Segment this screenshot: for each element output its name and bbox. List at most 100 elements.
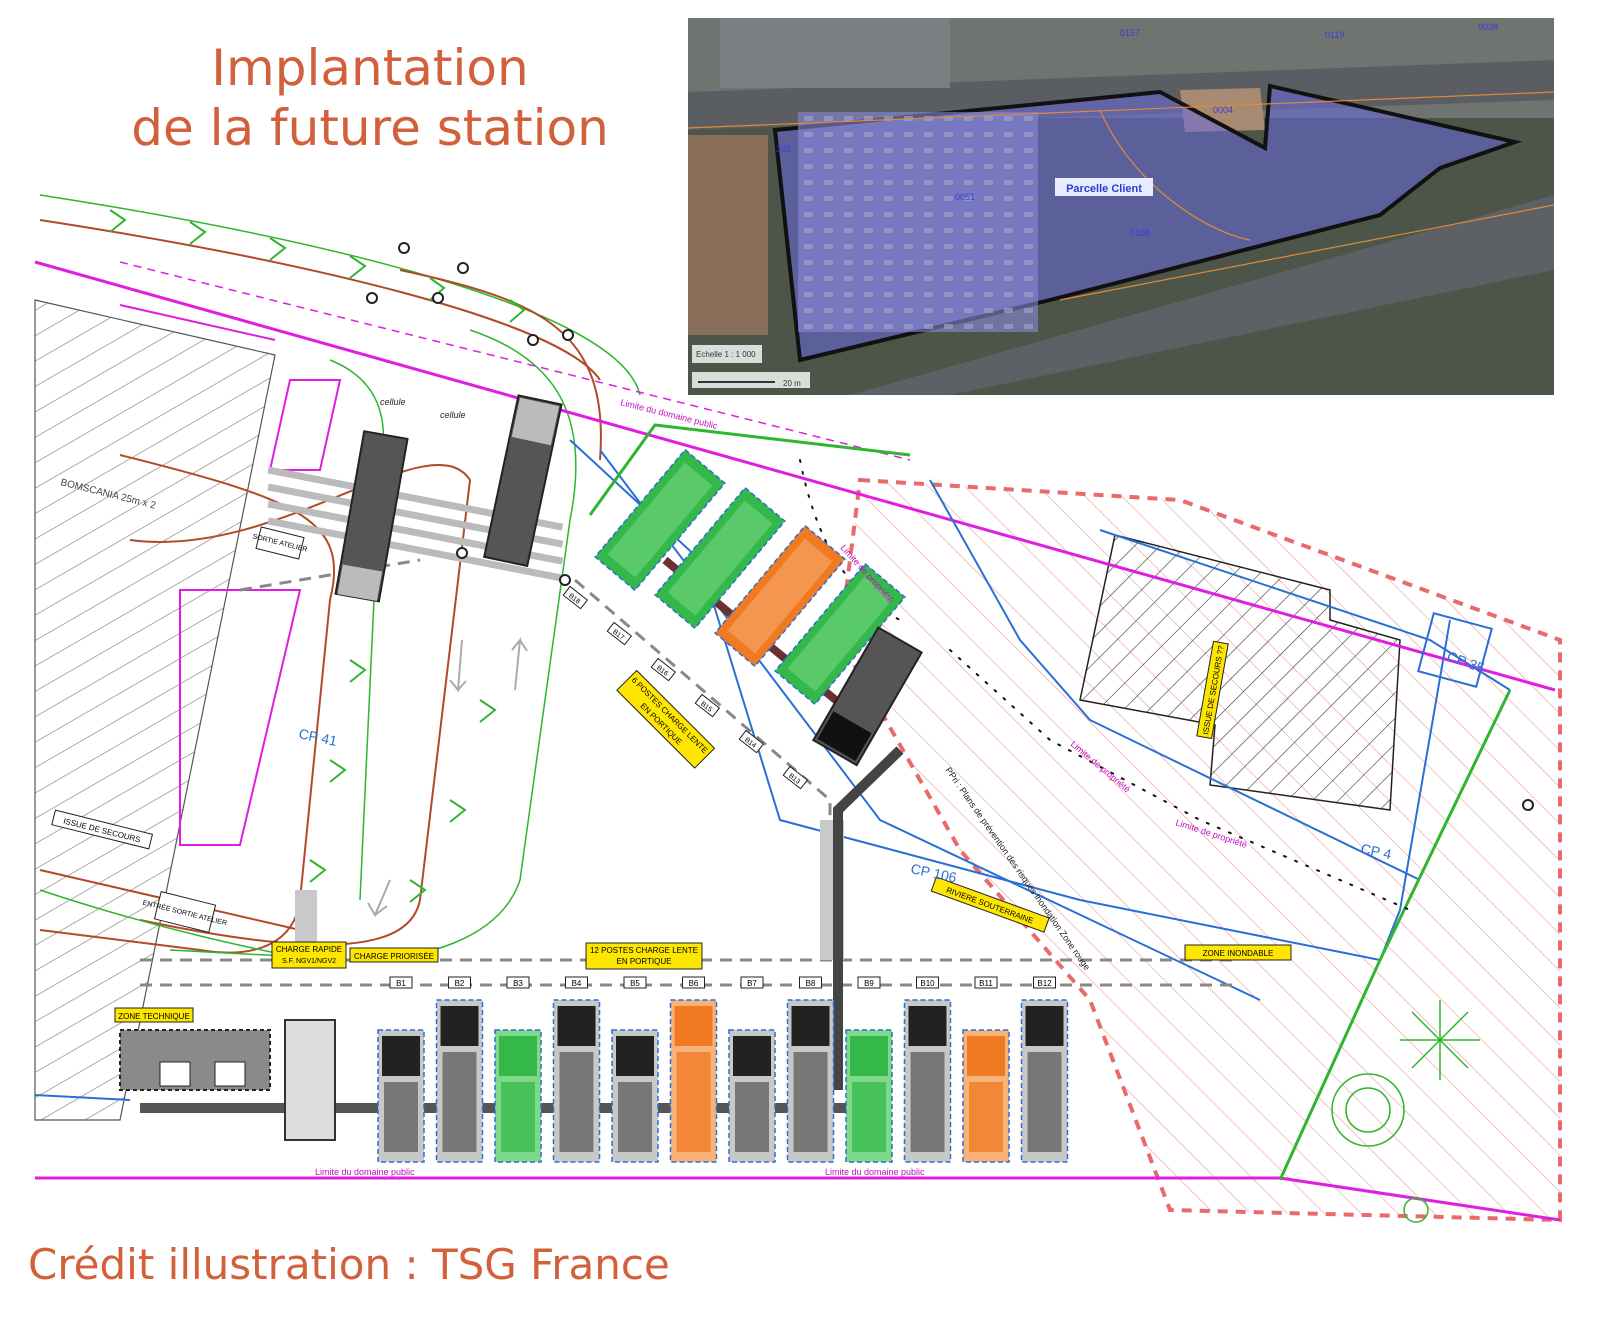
bay-number-box bbox=[650, 657, 677, 682]
bus-cab bbox=[791, 1006, 830, 1046]
bus-cab bbox=[850, 1036, 888, 1076]
diagonal-bus-2 bbox=[654, 486, 786, 630]
svg-text:S.F. NGV1/NGV2: S.F. NGV1/NGV2 bbox=[282, 958, 336, 965]
bay-number-box bbox=[799, 976, 822, 989]
aerial-inset: Parcelle Client 0157 0119 0038 0004 0051… bbox=[687, 18, 1555, 395]
svg-text:CHARGE RAPIDE: CHARGE RAPIDE bbox=[276, 945, 342, 954]
bay-number-box bbox=[857, 976, 881, 989]
bus-roof bbox=[501, 1082, 535, 1152]
parcel-id-0108: 0108 bbox=[1130, 228, 1150, 238]
bay-number-box bbox=[623, 976, 647, 989]
diag-bay-B15: B15 bbox=[694, 693, 721, 718]
cellule-label-1: cellule bbox=[380, 397, 406, 407]
diag-bay-B18: B18 bbox=[562, 585, 589, 610]
svg-text:EN PORTIQUE: EN PORTIQUE bbox=[617, 957, 672, 966]
parcel-id-302: 302 bbox=[776, 144, 791, 154]
bus-cab bbox=[499, 1036, 537, 1076]
bus-bay-1: B1 bbox=[377, 976, 425, 1163]
workshop-building bbox=[34, 299, 276, 1121]
bus-roof bbox=[618, 1082, 652, 1152]
bus-bay-10: B10 bbox=[903, 976, 952, 1163]
postes-12-label: 12 POSTES CHARGE LENTE EN PORTIQUE bbox=[585, 942, 703, 970]
bus-roof bbox=[442, 1052, 477, 1152]
bus-roof bbox=[852, 1082, 886, 1152]
bay-number: B12 bbox=[1037, 979, 1052, 988]
zone-inondable-label: ZONE INONDABLE bbox=[1184, 944, 1292, 961]
bus-cab bbox=[1025, 1006, 1064, 1046]
postes-6-label: 6 POSTES CHARGE LENTE EN PORTIQUE bbox=[616, 669, 716, 769]
parcel-id-0051: 0051 bbox=[955, 192, 975, 202]
bus-bay-12: B12 bbox=[1020, 976, 1069, 1163]
diagonal-bus-1 bbox=[594, 448, 726, 592]
poles bbox=[366, 242, 1534, 811]
charge-priorisee-label: CHARGE PRIORISÉE bbox=[349, 947, 439, 963]
bay-number: B11 bbox=[979, 979, 993, 988]
bus-roof bbox=[787, 576, 893, 692]
bus-roof bbox=[727, 538, 833, 654]
zone-technique-label: ZONE TECHNIQUE bbox=[114, 1007, 194, 1023]
bay-number: B10 bbox=[920, 979, 935, 988]
aerial-highway bbox=[850, 195, 1554, 395]
bay-number-box bbox=[782, 765, 809, 790]
cellule-label-2: cellule bbox=[440, 410, 466, 420]
bay-number: B8 bbox=[806, 979, 816, 988]
bay-number-box bbox=[565, 976, 588, 989]
limite-domaine-bottom-2: Limite du domaine public bbox=[825, 1167, 925, 1177]
title-line-1: Implantation bbox=[211, 39, 529, 97]
bay-number-box bbox=[562, 585, 589, 610]
bus-roof bbox=[559, 1052, 594, 1152]
bay-number-box bbox=[916, 976, 939, 989]
technical-zone bbox=[119, 1019, 336, 1141]
parcel-id-0004: 0004 bbox=[1213, 105, 1233, 115]
parcel-label-bg bbox=[1055, 178, 1153, 196]
parcel-ids: 0157 0119 0038 0004 0051 0108 302 bbox=[776, 22, 1498, 238]
bus-cab bbox=[382, 1036, 420, 1076]
diagonal-bus-3 bbox=[714, 524, 846, 668]
svg-text:ZONE TECHNIQUE: ZONE TECHNIQUE bbox=[118, 1012, 189, 1021]
bay-number-box bbox=[974, 976, 998, 989]
bus-cab bbox=[557, 1006, 596, 1046]
bus-bay-11: B11 bbox=[962, 976, 1010, 1163]
bus-cab bbox=[440, 1006, 479, 1046]
scale-bar-label: 20 m bbox=[783, 379, 801, 388]
bay-number-box bbox=[606, 621, 633, 646]
gantry-walkway bbox=[833, 746, 904, 1090]
svg-text:ZONE INONDABLE: ZONE INONDABLE bbox=[1203, 949, 1274, 958]
bus-cab bbox=[674, 1006, 713, 1046]
property-fence bbox=[588, 423, 1512, 1181]
diag-bay-B17: B17 bbox=[606, 621, 633, 646]
access-roads bbox=[39, 194, 641, 961]
parcel-id-0038: 0038 bbox=[1478, 22, 1498, 32]
bay-number: B5 bbox=[630, 979, 640, 988]
bay-number-box bbox=[740, 976, 764, 989]
bus-bay-9: B9 bbox=[845, 976, 893, 1163]
credit-text: Crédit illustration : TSG France bbox=[28, 1240, 670, 1289]
bay-number-box bbox=[389, 976, 413, 989]
bus-bay-7: B7 bbox=[728, 976, 776, 1163]
bus-cab bbox=[908, 1006, 947, 1046]
road-chevrons bbox=[109, 209, 526, 903]
bus-cab bbox=[967, 1036, 1005, 1076]
scale-text: Echelle 1 : 1 000 bbox=[696, 350, 756, 359]
bus-bay-5: B5 bbox=[611, 976, 659, 1163]
cp-4-label: CP 4 bbox=[1359, 840, 1393, 862]
bus-roof bbox=[607, 462, 713, 578]
svg-text:CHARGE PRIORISÉE: CHARGE PRIORISÉE bbox=[354, 952, 434, 961]
parking-outlines bbox=[119, 304, 342, 846]
limite-domaine-bottom-1: Limite du domaine public bbox=[315, 1167, 415, 1177]
bus-roof bbox=[793, 1052, 828, 1152]
parcel-id-0119: 0119 bbox=[1325, 30, 1344, 40]
bus-bay-2: B2 bbox=[435, 976, 484, 1163]
cp-41-label: CP 41 bbox=[297, 725, 338, 749]
bus-roof bbox=[676, 1052, 711, 1152]
bus-roof bbox=[667, 500, 773, 616]
bus-roof bbox=[735, 1082, 769, 1152]
bay-number: B9 bbox=[864, 979, 874, 988]
title-line-2: de la future station bbox=[131, 99, 609, 157]
page-title: Implantation de la future station bbox=[60, 38, 680, 158]
sortie-atelier-label: SORTIE ATELIER bbox=[252, 526, 308, 560]
bus-bay-8: B8 bbox=[786, 976, 835, 1163]
